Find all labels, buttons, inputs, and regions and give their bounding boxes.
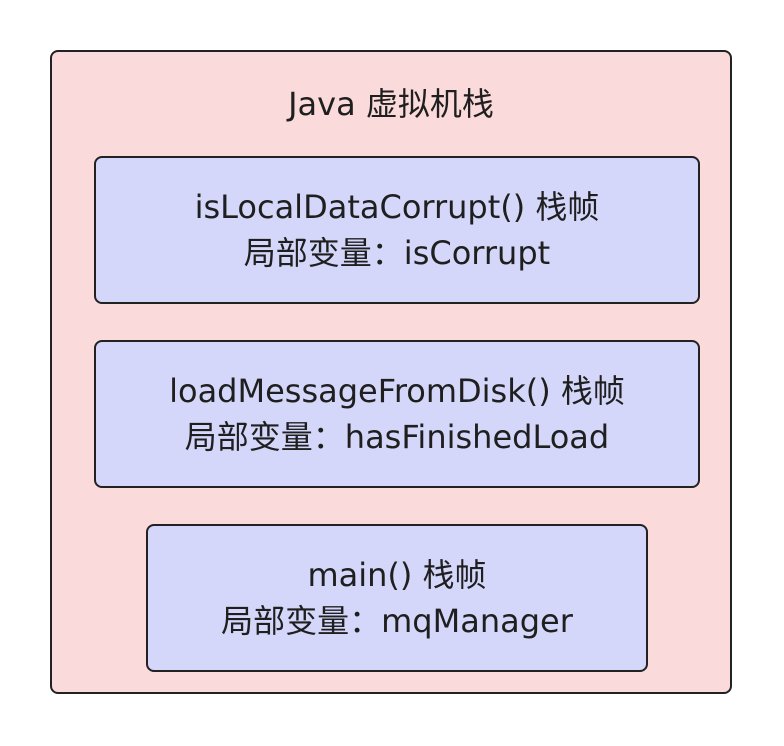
frame-locals: 局部变量：mqManager: [221, 602, 573, 640]
java-vm-stack: Java 虚拟机栈 isLocalDataCorrupt() 栈帧 局部变量：i…: [50, 50, 732, 694]
frame-name: main() 栈帧: [307, 556, 487, 594]
frame-name: loadMessageFromDisk() 栈帧: [169, 372, 625, 410]
stack-frame-isLocalDataCorrupt: isLocalDataCorrupt() 栈帧 局部变量：isCorrupt: [94, 156, 700, 304]
frame-name: isLocalDataCorrupt() 栈帧: [194, 188, 600, 226]
stack-title: Java 虚拟机栈: [288, 85, 494, 123]
frame-locals: 局部变量：hasFinishedLoad: [184, 418, 610, 456]
frame-locals: 局部变量：isCorrupt: [243, 234, 551, 272]
stack-frame-main: main() 栈帧 局部变量：mqManager: [146, 524, 648, 672]
stack-frame-loadMessageFromDisk: loadMessageFromDisk() 栈帧 局部变量：hasFinishe…: [94, 340, 700, 488]
